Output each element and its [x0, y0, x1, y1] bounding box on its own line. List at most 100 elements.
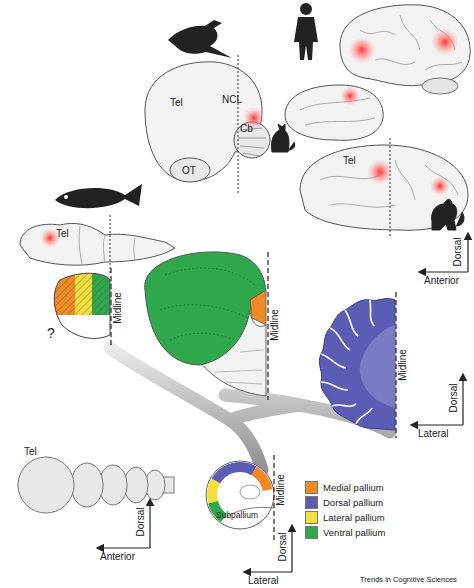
text-label: Midline [276, 474, 286, 506]
section-outline [54, 273, 110, 338]
section-outline [206, 461, 274, 529]
orientation-axes [98, 234, 468, 572]
axis-arrow [412, 424, 463, 425]
axis-arrow [149, 500, 150, 548]
cat-silhouette [271, 124, 294, 152]
midline [110, 268, 111, 348]
lateral-pallium-arc [212, 481, 216, 502]
text-label: Dorsal [449, 384, 459, 413]
gyri [320, 160, 458, 207]
human-brain [340, 5, 470, 94]
midline [273, 455, 274, 540]
brain-outline [20, 223, 175, 265]
hatching [50, 265, 112, 315]
text-label: Dorsal [136, 508, 146, 537]
ventral-pallium [145, 252, 266, 365]
section-line [390, 138, 391, 238]
midline [395, 292, 396, 438]
fish-body [55, 184, 142, 208]
text-label: Dorsal [453, 238, 463, 267]
text-label: Anterior [424, 276, 459, 286]
legend-swatch [305, 496, 318, 509]
text-label: Subpallium [216, 511, 258, 520]
human-body [294, 17, 318, 60]
text-label: Midline [398, 349, 408, 381]
axis-arrow [462, 375, 463, 425]
monkey-brain [300, 138, 468, 238]
text-label: Midline [113, 292, 123, 324]
axis-arrow [98, 547, 150, 548]
legend-swatch [305, 481, 318, 494]
activation-spot [340, 86, 360, 106]
axis-arrow [245, 571, 292, 572]
human-silhouette [294, 3, 318, 60]
white-matter [360, 325, 395, 408]
text-label: Dorsal [278, 533, 288, 562]
legend-text: Dorsal pallium [323, 497, 383, 508]
gyri [360, 15, 462, 70]
activation-spot [431, 28, 459, 56]
text-label: Tel [170, 98, 183, 108]
text-label: OT [182, 166, 196, 176]
mammal-cortex-section [319, 292, 396, 438]
cerebellum [422, 78, 458, 94]
text-label: Cb [240, 124, 253, 134]
legend-text: Lateral pallium [323, 512, 385, 523]
ancestral-pallium-section [206, 455, 274, 540]
fish-silhouette [55, 184, 142, 208]
tree-branch [225, 395, 300, 405]
telencephalon [18, 457, 74, 513]
text-label: Tel [343, 156, 356, 166]
monkey-silhouette [432, 200, 464, 231]
text-label: Tel [24, 447, 37, 457]
legend-swatch [305, 526, 318, 539]
midline [267, 252, 268, 400]
fish-brain [20, 215, 175, 275]
dorsal-pallium [319, 299, 395, 430]
dorsal-pallium-arc [216, 467, 254, 481]
activation-spot [367, 159, 393, 185]
crow-brain [145, 55, 270, 195]
section-line [238, 55, 239, 195]
legend-row: Medial pallium [305, 481, 384, 494]
legend-text: Medial pallium [323, 482, 384, 493]
legend-row: Lateral pallium [305, 511, 385, 524]
activation-spot [430, 176, 450, 196]
text-label: Lateral [418, 429, 449, 439]
tube-segment [71, 463, 103, 507]
legend-text: Ventral pallium [323, 527, 385, 538]
fish-eye [64, 195, 68, 199]
brain-outline [300, 145, 468, 230]
cat-brain [285, 85, 383, 140]
gyri [300, 98, 375, 125]
tube-segment [124, 467, 148, 503]
brain-outline [340, 5, 470, 86]
axis-arrow [467, 234, 468, 272]
text-label: Lateral [248, 576, 279, 586]
ventricle [240, 485, 260, 499]
text-label: Trends in Cognitive Sciences [360, 576, 457, 584]
fish-pallium-section [50, 265, 112, 348]
cerebellum [234, 122, 270, 158]
axis-arrow [420, 271, 468, 272]
section-line [110, 215, 111, 275]
lamina-lines [160, 268, 255, 340]
optic-tectum [170, 158, 210, 182]
crow-silhouette [168, 20, 232, 58]
brain-outline [285, 85, 383, 140]
lobe-lines [79, 226, 135, 264]
legend-row: Ventral pallium [305, 526, 385, 539]
activation-spot [348, 36, 376, 64]
human-head [300, 3, 312, 15]
text-label: NCL [222, 95, 242, 105]
bird-pallium-section [145, 252, 268, 400]
text-label: Midline [270, 309, 280, 341]
brainstem-lines [215, 350, 264, 384]
legend-row: Dorsal pallium [305, 496, 383, 509]
legend-swatch [305, 511, 318, 524]
medial-pallium [250, 290, 266, 325]
text-label: Tel [56, 229, 69, 239]
text-label: Anterior [100, 552, 135, 562]
